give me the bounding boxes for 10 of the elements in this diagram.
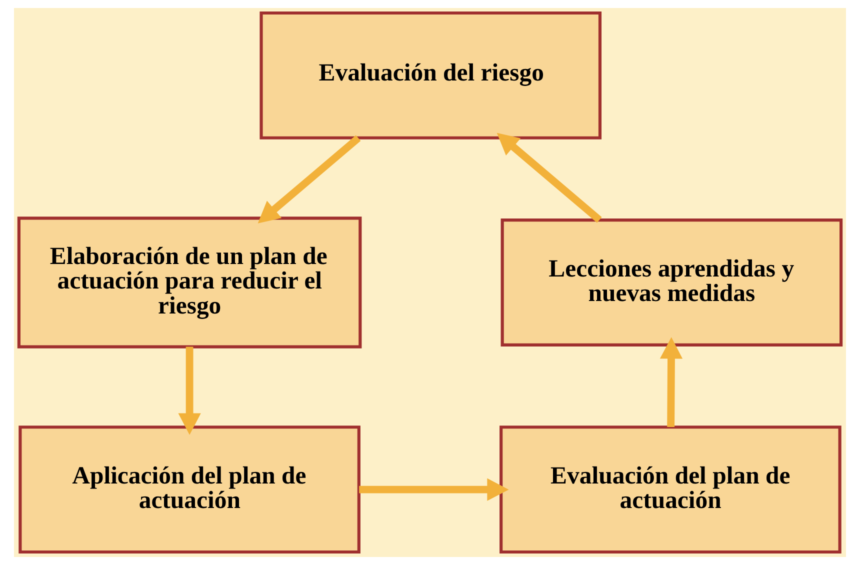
node-box: Evaluación del plan de actuación — [500, 426, 842, 554]
arrow — [258, 135, 361, 224]
node-box: Lecciones aprendidas y nuevas medidas — [500, 218, 843, 346]
arrow — [359, 478, 509, 501]
arrow — [660, 337, 683, 427]
node-box: Aplicación del plan de actuación — [18, 426, 360, 554]
node-box: Evaluación del riesgo — [260, 11, 602, 140]
arrow — [496, 132, 602, 223]
node-box: Elaboración de un plan de actuación para reducir el riesgo — [17, 216, 362, 348]
arrow — [178, 346, 201, 435]
